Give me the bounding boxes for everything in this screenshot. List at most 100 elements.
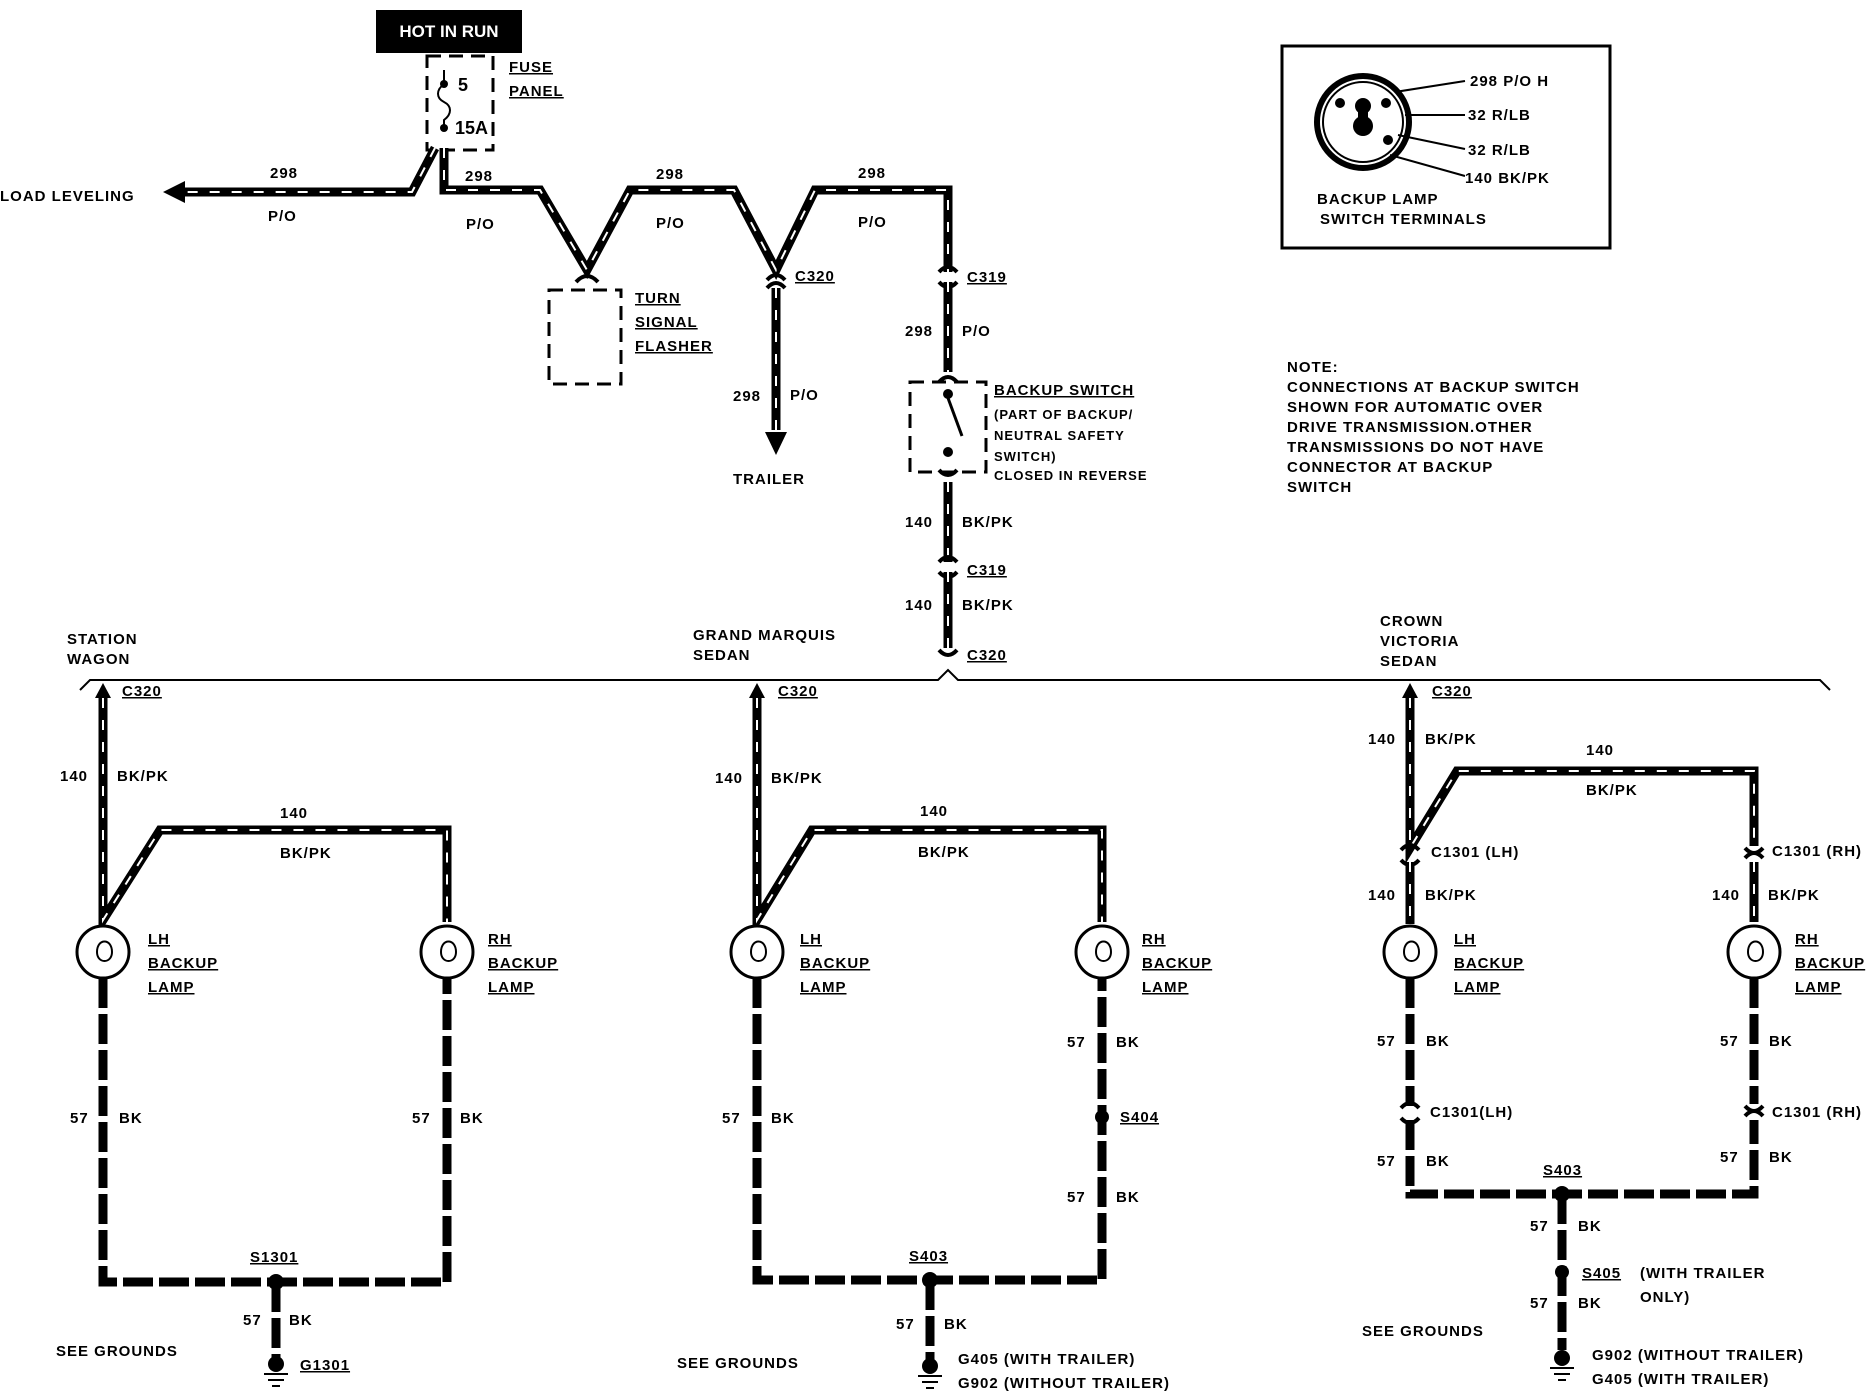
svg-text:BACKUP: BACKUP	[800, 955, 870, 972]
svg-text:BK/PK: BK/PK	[962, 514, 1014, 531]
svg-text:LAMP: LAMP	[1795, 979, 1842, 996]
svg-text:SHOWN FOR AUTOMATIC OVER: SHOWN FOR AUTOMATIC OVER	[1287, 399, 1543, 416]
note-block: NOTE: CONNECTIONS AT BACKUP SWITCH SHOWN…	[1287, 359, 1580, 496]
svg-text:140: 140	[715, 770, 743, 787]
svg-text:SWITCH TERMINALS: SWITCH TERMINALS	[1320, 211, 1487, 228]
svg-text:BACKUP: BACKUP	[488, 955, 558, 972]
svg-text:140: 140	[1368, 731, 1396, 748]
svg-text:BACKUP: BACKUP	[148, 955, 218, 972]
grand-marquis-circuit: C320 140 BK/PK 140 BK/PK LH BACKUP LAMP …	[677, 683, 1211, 1392]
svg-text:LAMP: LAMP	[1454, 979, 1501, 996]
lh-backup-lamp: LH BACKUP LAMP	[729, 924, 870, 996]
svg-text:BK: BK	[1769, 1149, 1793, 1166]
svg-text:P/O: P/O	[858, 214, 887, 231]
svg-text:BK/PK: BK/PK	[1425, 887, 1477, 904]
svg-text:140 BK/PK: 140 BK/PK	[1465, 170, 1550, 187]
svg-text:BK: BK	[1116, 1189, 1140, 1206]
svg-text:LAMP: LAMP	[488, 979, 535, 996]
svg-text:C320: C320	[778, 683, 818, 700]
svg-text:57: 57	[1530, 1295, 1549, 1312]
svg-text:57: 57	[412, 1110, 431, 1127]
svg-text:57: 57	[1530, 1218, 1549, 1235]
svg-text:298: 298	[656, 166, 684, 183]
svg-text:BACKUP: BACKUP	[1795, 955, 1865, 972]
svg-text:NOTE:: NOTE:	[1287, 359, 1339, 376]
svg-text:BK: BK	[1426, 1033, 1450, 1050]
lh-backup-lamp: LH BACKUP LAMP	[75, 924, 218, 996]
svg-text:RH: RH	[1795, 931, 1819, 948]
svg-text:BK: BK	[119, 1110, 143, 1127]
svg-text:FUSE: FUSE	[509, 59, 553, 76]
svg-text:G902 (WITHOUT TRAILER): G902 (WITHOUT TRAILER)	[958, 1375, 1170, 1392]
svg-text:C320: C320	[122, 683, 162, 700]
svg-text:S404: S404	[1120, 1109, 1159, 1126]
svg-text:LAMP: LAMP	[800, 979, 847, 996]
svg-text:FLASHER: FLASHER	[635, 338, 713, 355]
rh-backup-lamp: RH BACKUP LAMP	[1074, 924, 1211, 996]
svg-text:NEUTRAL SAFETY: NEUTRAL SAFETY	[994, 428, 1125, 443]
svg-text:S403: S403	[909, 1248, 948, 1265]
svg-text:140: 140	[280, 805, 308, 822]
svg-text:C320: C320	[1432, 683, 1472, 700]
svg-text:GRAND MARQUIS: GRAND MARQUIS	[693, 627, 836, 644]
svg-text:BK/PK: BK/PK	[280, 845, 332, 862]
svg-text:298: 298	[270, 165, 298, 182]
svg-text:BK: BK	[771, 1110, 795, 1127]
svg-text:SEE GROUNDS: SEE GROUNDS	[677, 1355, 799, 1372]
svg-text:32 R/LB: 32 R/LB	[1468, 142, 1531, 159]
svg-text:298: 298	[905, 323, 933, 340]
svg-text:TRANSMISSIONS DO NOT HAVE: TRANSMISSIONS DO NOT HAVE	[1287, 439, 1544, 456]
svg-text:298: 298	[733, 388, 761, 405]
wire-298-main: 298 P/O 298 P/O 298 P/O	[439, 148, 953, 280]
svg-text:C320: C320	[967, 647, 1007, 664]
svg-text:BACKUP LAMP: BACKUP LAMP	[1317, 191, 1439, 208]
svg-text:BACKUP SWITCH: BACKUP SWITCH	[994, 382, 1134, 399]
svg-text:140: 140	[905, 514, 933, 531]
svg-text:BK: BK	[1578, 1218, 1602, 1235]
svg-text:G405 (WITH TRAILER): G405 (WITH TRAILER)	[1592, 1371, 1769, 1388]
svg-text:140: 140	[1368, 887, 1396, 904]
svg-text:C320: C320	[795, 268, 835, 285]
svg-text:57: 57	[1720, 1033, 1739, 1050]
svg-text:57: 57	[1377, 1033, 1396, 1050]
svg-text:298: 298	[858, 165, 886, 182]
svg-text:57: 57	[1067, 1034, 1086, 1051]
svg-text:BK/PK: BK/PK	[771, 770, 823, 787]
lh-backup-lamp: LH BACKUP LAMP	[1382, 924, 1523, 996]
svg-text:BK: BK	[1769, 1033, 1793, 1050]
svg-text:BK/PK: BK/PK	[117, 768, 169, 785]
svg-text:SEDAN: SEDAN	[693, 647, 751, 664]
svg-text:BK: BK	[944, 1316, 968, 1333]
crown-victoria-circuit: C320 140 BK/PK 140 BK/PK C1301 (LH) C130…	[1362, 683, 1865, 1388]
svg-text:DRIVE TRANSMISSION.OTHER: DRIVE TRANSMISSION.OTHER	[1287, 419, 1533, 436]
svg-text:SWITCH: SWITCH	[1287, 479, 1352, 496]
svg-text:BK: BK	[1116, 1034, 1140, 1051]
svg-text:P/O: P/O	[268, 208, 297, 225]
svg-text:BK: BK	[1426, 1153, 1450, 1170]
svg-text:CONNECTIONS AT BACKUP SWITCH: CONNECTIONS AT BACKUP SWITCH	[1287, 379, 1580, 396]
svg-text:P/O: P/O	[466, 216, 495, 233]
svg-text:LAMP: LAMP	[148, 979, 195, 996]
svg-text:C1301 (RH): C1301 (RH)	[1772, 1104, 1862, 1121]
svg-text:(PART OF BACKUP/: (PART OF BACKUP/	[994, 407, 1133, 422]
svg-text:BK: BK	[460, 1110, 484, 1127]
svg-text:PANEL: PANEL	[509, 83, 564, 100]
svg-text:BK: BK	[1578, 1295, 1602, 1312]
svg-text:CONNECTOR AT BACKUP: CONNECTOR AT BACKUP	[1287, 459, 1493, 476]
svg-text:57: 57	[1067, 1189, 1086, 1206]
hot-in-run-label: HOT IN RUN	[376, 10, 522, 53]
backup-switch-circuit: C319 298 P/O BACKUP SWITCH (PART OF BACK…	[905, 265, 1147, 664]
svg-text:57: 57	[1720, 1149, 1739, 1166]
svg-text:C319: C319	[967, 269, 1007, 286]
svg-text:BK/PK: BK/PK	[962, 597, 1014, 614]
svg-text:S403: S403	[1543, 1162, 1582, 1179]
svg-text:P/O: P/O	[656, 215, 685, 232]
svg-text:SEE GROUNDS: SEE GROUNDS	[1362, 1323, 1484, 1340]
svg-text:32 R/LB: 32 R/LB	[1468, 107, 1531, 124]
svg-text:STATION: STATION	[67, 631, 138, 648]
svg-text:(WITH TRAILER: (WITH TRAILER	[1640, 1265, 1765, 1282]
svg-text:BK/PK: BK/PK	[1425, 731, 1477, 748]
wire-298-load-leveling: LOAD LEVELING 298 P/O	[0, 145, 439, 225]
svg-text:LH: LH	[800, 931, 822, 948]
svg-text:SEDAN: SEDAN	[1380, 653, 1438, 670]
